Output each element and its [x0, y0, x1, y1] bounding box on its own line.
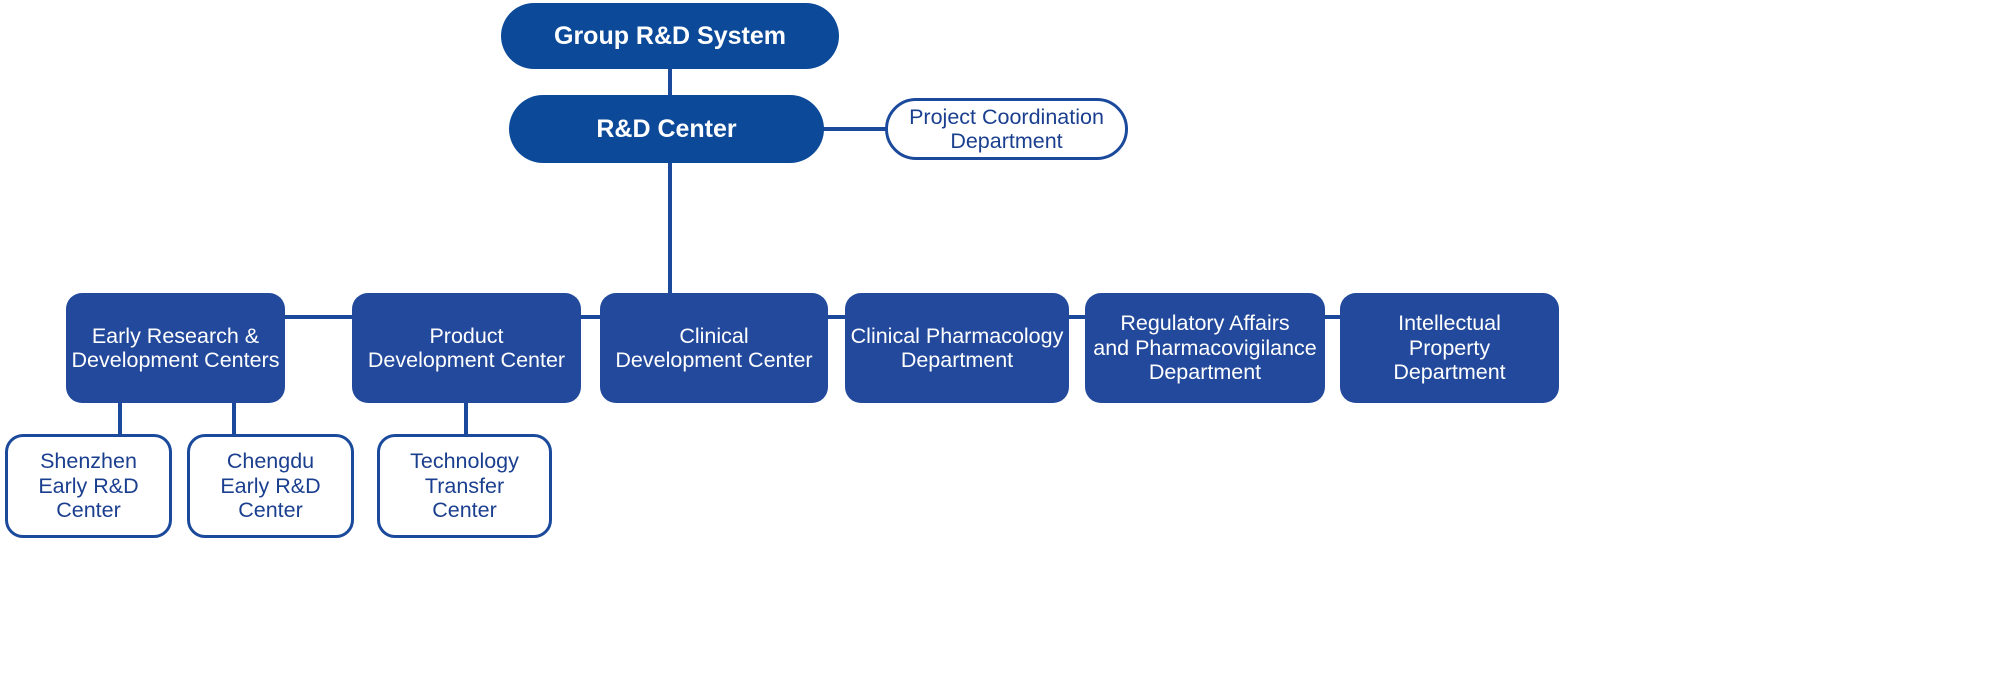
node-intellectual-property-department[interactable]: Intellectual Property Department: [1340, 293, 1559, 403]
node-project-coordination-department[interactable]: Project Coordination Department: [885, 98, 1128, 160]
connector-rd-center-trunk: [668, 160, 672, 317]
node-shenzhen-early-rd-center[interactable]: Shenzhen Early R&D Center: [5, 434, 172, 538]
node-regulatory-affairs-and-pharmacovigilance-department[interactable]: Regulatory Affairs and Pharmacovigilance…: [1085, 293, 1325, 403]
node-clinical-pharmacology-department[interactable]: Clinical Pharmacology Department: [845, 293, 1069, 403]
connector-early-research-to-chengdu: [232, 403, 236, 440]
connector-root-to-rd-center: [668, 66, 672, 98]
connector-early-research-to-shenzhen: [118, 403, 122, 440]
node-clinical-development-center[interactable]: Clinical Development Center: [600, 293, 828, 403]
node-chengdu-early-rd-center[interactable]: Chengdu Early R&D Center: [187, 434, 354, 538]
node-product-development-center[interactable]: Product Development Center: [352, 293, 581, 403]
node-group-rd-system[interactable]: Group R&D System: [501, 3, 839, 69]
connector-rd-center-to-project-coordination: [820, 127, 888, 131]
node-early-research-and-development-centers[interactable]: Early Research & Development Centers: [66, 293, 285, 403]
node-technology-transfer-center[interactable]: Technology Transfer Center: [377, 434, 552, 538]
connector-product-development-to-technology-transfer: [464, 403, 468, 440]
node-rd-center[interactable]: R&D Center: [509, 95, 824, 163]
